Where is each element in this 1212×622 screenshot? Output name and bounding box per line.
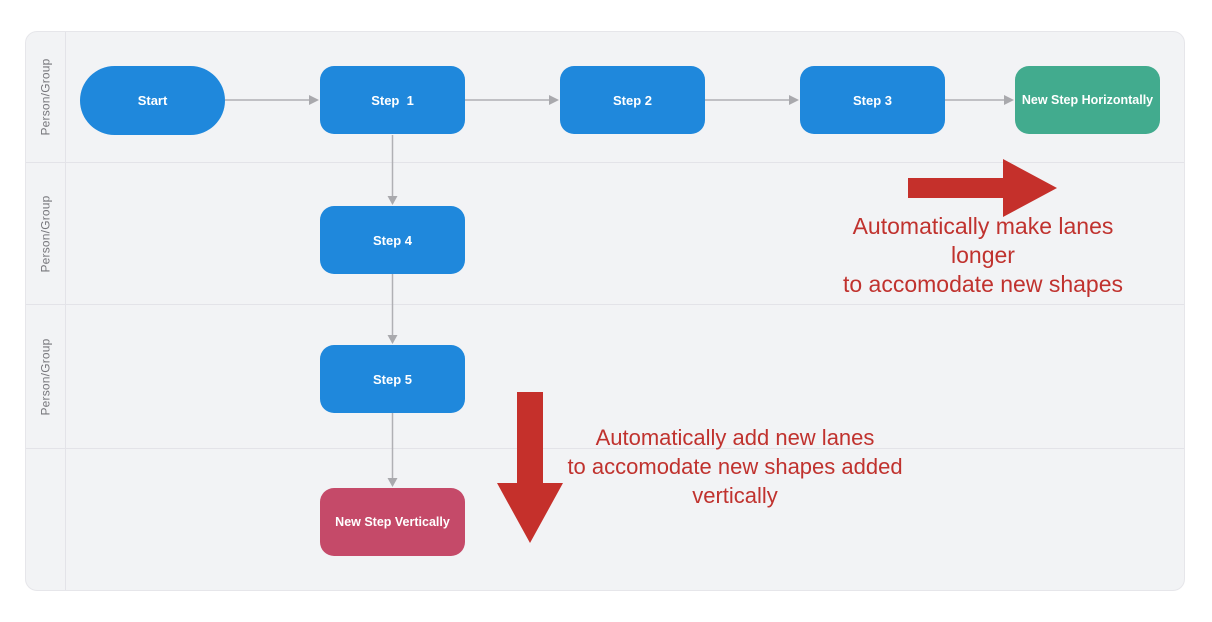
- node-label: Start: [137, 93, 168, 108]
- lane-2-label-cell: Person/Group: [26, 163, 66, 304]
- flowchart-node-step-1: Step 1: [320, 66, 465, 134]
- annotation-line: Automatically make lanes longer: [852, 213, 1114, 268]
- annotation-line: Automatically add new lanes: [595, 425, 875, 450]
- node-label: Step 5: [372, 371, 412, 387]
- flowchart-node-step-2: Step 2: [560, 66, 705, 134]
- node-label: New Step Vertically: [335, 515, 450, 529]
- lane-1: Person/Group: [26, 32, 1184, 163]
- lane-3-label: Person/Group: [38, 337, 53, 416]
- node-label: Step 2: [612, 92, 652, 108]
- flowchart-node-new-step-horizontally: New Step Horizontally: [1015, 66, 1160, 134]
- lane-2-label: Person/Group: [38, 194, 53, 273]
- lane-3: Person/Group: [26, 305, 1184, 449]
- node-label: Step 1: [371, 92, 414, 108]
- annotation-line: to accomodate new shapes: [842, 271, 1123, 297]
- annotation-line: vertically: [692, 483, 778, 508]
- lane-4-label-cell: [26, 449, 66, 590]
- flowchart-node-step-5: Step 5: [320, 345, 465, 413]
- lane-4: [26, 449, 1184, 590]
- annotation-add-new-lanes: Automatically add new lanes to accomodat…: [555, 423, 915, 510]
- flowchart-node-new-step-vertically: New Step Vertically: [320, 488, 465, 556]
- annotation-make-lanes-longer: Automatically make lanes longer to accom…: [818, 212, 1148, 299]
- lane-1-label: Person/Group: [38, 58, 53, 136]
- flowchart-node-start: Start: [80, 66, 225, 135]
- annotation-line: to accomodate new shapes added: [567, 454, 903, 479]
- lane-1-label-cell: Person/Group: [26, 32, 66, 162]
- lane-3-label-cell: Person/Group: [26, 305, 66, 448]
- node-label: Step 3: [852, 92, 892, 108]
- lane-2: Person/Group: [26, 163, 1184, 305]
- node-label: Step 4: [372, 232, 412, 248]
- flowchart-node-step-3: Step 3: [800, 66, 945, 134]
- flowchart-node-step-4: Step 4: [320, 206, 465, 274]
- node-label: New Step Horizontally: [1021, 93, 1154, 107]
